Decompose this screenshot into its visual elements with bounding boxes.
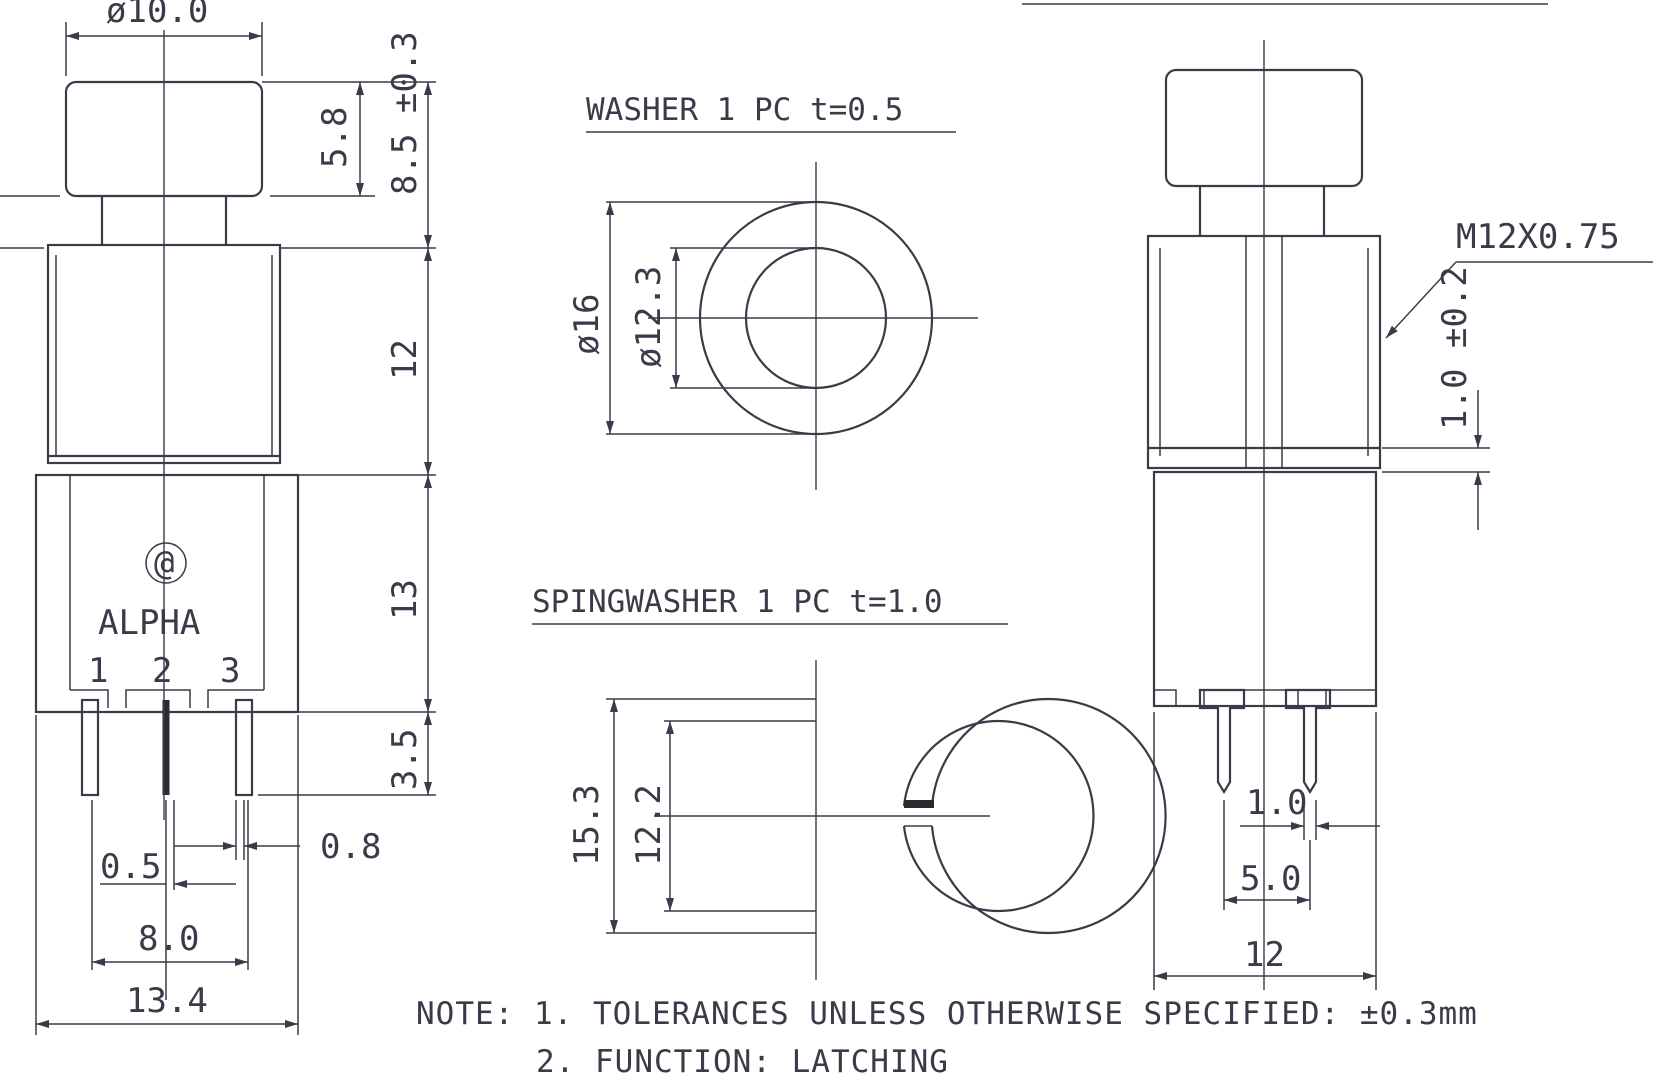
spring-washer-inner <box>902 719 1095 913</box>
pin-span-label: 8.0 <box>138 919 199 959</box>
pin-1 <box>80 698 100 797</box>
side-view: M12X0.75 1.0 ±0.2 1.0 5.0 12 <box>1022 3 1653 990</box>
pin-thickness-label: 0.5 <box>100 847 161 887</box>
pin-label-2: 2 <box>152 651 172 691</box>
cap-diameter-label: ø10.0 <box>106 0 208 31</box>
spring-washer-view: SPINGWASHER 1 PC t=1.0 15.3 12.2 <box>532 584 1167 980</box>
spring-washer-outer <box>930 697 1167 935</box>
flange-label: 1.0 ±0.2 <box>1435 266 1475 430</box>
side-width-label: 12 <box>1244 935 1285 975</box>
top-height-label: 8.5 ±0.3 <box>385 31 425 195</box>
front-view: ø10.0 5.8 8.5 ±0.3 12 13 3.5 0.8 0.5 <box>0 0 436 1035</box>
side-base <box>1152 470 1378 708</box>
logo-circle <box>145 542 187 584</box>
note-2: 2. FUNCTION: LATCHING <box>536 1044 949 1080</box>
pin-label-1: 1 <box>88 651 108 691</box>
side-pin-right <box>1284 688 1332 795</box>
washer-outer-diameter: ø16 <box>567 294 607 355</box>
washer-inner-diameter: ø12.3 <box>629 266 669 368</box>
pin-spacing-label: 5.0 <box>1240 859 1301 899</box>
thread-label: M12X0.75 <box>1456 217 1620 257</box>
washer-view: WASHER 1 PC t=0.5 ø16 ø12.3 <box>567 92 978 490</box>
base-width-label: 13.4 <box>126 981 208 1021</box>
note-1: NOTE: 1. TOLERANCES UNLESS OTHERWISE SPE… <box>416 996 1478 1032</box>
spring-washer-title: SPINGWASHER 1 PC t=1.0 <box>532 584 943 620</box>
pin-length-label: 3.5 <box>385 729 425 790</box>
washer-title: WASHER 1 PC t=0.5 <box>586 92 903 128</box>
spring-washer-gap-top <box>904 800 934 808</box>
logo-icon: @ <box>154 543 174 583</box>
pin-3 <box>234 698 254 797</box>
base-height-label: 13 <box>385 579 425 620</box>
brand-label: ALPHA <box>98 603 200 643</box>
spring-washer-outer-diameter: 15.3 <box>567 784 607 866</box>
side-pin-width-label: 1.0 <box>1246 783 1307 823</box>
body-height-label: 12 <box>385 339 425 380</box>
cap-height-label: 5.8 <box>315 107 355 168</box>
pin-label-3: 3 <box>220 651 240 691</box>
spring-washer-inner-diameter: 12.2 <box>629 784 669 866</box>
side-pin-left <box>1198 688 1246 795</box>
pin-pitch-edge-label: 0.8 <box>320 827 381 867</box>
